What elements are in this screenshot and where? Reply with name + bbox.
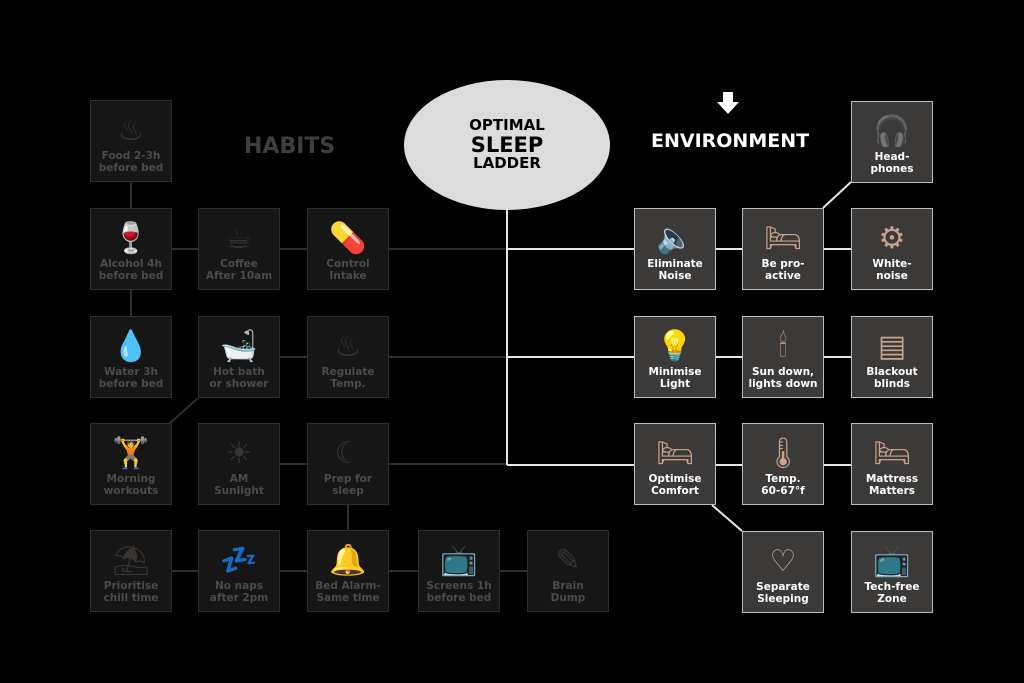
gears-icon: ⚙ <box>878 221 906 256</box>
environment-node-comfort: 🛏Optimise Comfort <box>634 423 716 505</box>
habits-node-prep: ☾Prep for sleep <box>307 423 389 505</box>
node-label: Prep for sleep <box>323 473 373 497</box>
thermometer-icon: 🌡 <box>763 436 803 471</box>
node-label: Tech-free Zone <box>864 581 920 605</box>
environment-node-temp: 🌡Temp. 60-67°f <box>742 423 824 505</box>
down-arrow-icon <box>717 92 739 114</box>
node-label: Prioritise chill time <box>103 580 159 604</box>
heart-icon: ♡ <box>769 544 797 579</box>
node-label: Morning workouts <box>103 473 159 497</box>
pen-paper-icon: ✎ <box>555 543 581 578</box>
environment-node-light: 💡Minimise Light <box>634 316 716 398</box>
environment-node-techfree: 📺Tech-free Zone <box>851 531 933 613</box>
person-bed-icon: 🛏 <box>763 221 803 256</box>
habits-node-bath: 🛁Hot bath or shower <box>198 316 280 398</box>
environment-node-proactive: 🛏Be pro- active <box>742 208 824 290</box>
habits-node-naps: 💤No naps after 2pm <box>198 530 280 612</box>
node-label: Regulate Temp. <box>321 366 375 390</box>
lightbulb-icon: 💡 <box>656 329 694 364</box>
coffee-cup-icon: ☕ <box>225 221 253 256</box>
node-label: Alcohol 4h before bed <box>98 258 164 282</box>
habits-node-control: 💊Control Intake <box>307 208 389 290</box>
habits-node-water: 💧Water 3h before bed <box>90 316 172 398</box>
node-label: Optimise Comfort <box>648 473 702 497</box>
double-bed-icon: 🛏 <box>872 436 912 471</box>
node-label: Coffee After 10am <box>205 258 273 282</box>
habits-node-regulate: ♨Regulate Temp. <box>307 316 389 398</box>
node-label: Bed Alarm- Same time <box>315 580 381 604</box>
sun-icon: ☀ <box>225 436 253 471</box>
pills-icon: 💊 <box>329 221 367 256</box>
environment-heading: ENVIRONMENT <box>651 130 810 152</box>
node-label: No naps after 2pm <box>209 580 269 604</box>
person-heat-icon: ♨ <box>334 329 362 364</box>
speaker-icon: 🔈 <box>656 221 694 256</box>
node-label: Separate Sleeping <box>756 581 810 605</box>
node-label: Head- phones <box>870 151 914 175</box>
environment-node-noise: 🔈Eliminate Noise <box>634 208 716 290</box>
lounge-chair-icon: ⛱ <box>111 543 151 578</box>
water-drops-icon: 💧 <box>112 329 150 364</box>
window-blinds-icon: ▤ <box>877 329 907 364</box>
headphones-icon: 🎧 <box>873 114 911 149</box>
title-line-2: SLEEP <box>470 132 544 157</box>
habits-heading: HABITS <box>244 134 336 159</box>
node-label: Eliminate Noise <box>647 258 703 282</box>
node-label: AM Sunlight <box>214 473 264 497</box>
node-label: Minimise Light <box>648 366 702 390</box>
tv-icon: 📺 <box>873 544 911 579</box>
tv-icon: 📺 <box>440 543 478 578</box>
node-label: Mattress Matters <box>865 473 919 497</box>
node-label: Temp. 60-67°f <box>761 473 805 497</box>
bell-icon: 🔔 <box>329 543 367 578</box>
wine-glasses-icon: 🍷 <box>112 221 150 256</box>
habits-node-coffee: ☕Coffee After 10am <box>198 208 280 290</box>
bathtub-icon: 🛁 <box>220 329 258 364</box>
node-label: Screens 1h before bed <box>426 580 492 604</box>
habits-node-alcohol: 🍷Alcohol 4h before bed <box>90 208 172 290</box>
habits-node-food: ♨Food 2-3h before bed <box>90 100 172 182</box>
environment-connectors <box>506 181 852 532</box>
candle-icon: 🕯 <box>778 329 788 364</box>
optimal-sleep-ladder-title: OPTIMAL SLEEP LADDER <box>404 80 610 210</box>
environment-node-sundown: 🕯Sun down, lights down <box>742 316 824 398</box>
habit-connectors <box>130 182 527 572</box>
habits-node-screens: 📺Screens 1h before bed <box>418 530 500 612</box>
environment-node-whitenoise: ⚙White- noise <box>851 208 933 290</box>
title-line-1: OPTIMAL <box>469 116 545 135</box>
title-line-3: LADDER <box>473 154 541 173</box>
habits-node-workout: 🏋Morning workouts <box>90 423 172 505</box>
environment-node-blinds: ▤Blackout blinds <box>851 316 933 398</box>
environment-node-headphones: 🎧Head- phones <box>851 101 933 183</box>
node-label: Blackout blinds <box>866 366 918 390</box>
node-label: Food 2-3h before bed <box>98 150 164 174</box>
environment-node-separate: ♡Separate Sleeping <box>742 531 824 613</box>
node-label: Sun down, lights down <box>748 366 818 390</box>
node-label: Water 3h before bed <box>98 366 164 390</box>
habits-node-dump: ✎Brain Dump <box>527 530 609 612</box>
sleeping-person-icon: 💤 <box>220 543 258 578</box>
environment-node-mattress: 🛏Mattress Matters <box>851 423 933 505</box>
habits-node-sunlight: ☀AM Sunlight <box>198 423 280 505</box>
node-label: White- noise <box>872 258 912 282</box>
node-label: Be pro- active <box>761 258 805 282</box>
dumbbell-icon: 🏋 <box>112 436 150 471</box>
node-label: Brain Dump <box>550 580 586 604</box>
habits-node-alarm: 🔔Bed Alarm- Same time <box>307 530 389 612</box>
covered-dish-icon: ♨ <box>117 113 145 148</box>
node-label: Control Intake <box>326 258 370 282</box>
moon-stars-icon: ☾ <box>334 436 362 471</box>
node-label: Hot bath or shower <box>209 366 269 390</box>
habits-node-chill: ⛱Prioritise chill time <box>90 530 172 612</box>
bed-zzz-icon: 🛏 <box>655 436 695 471</box>
